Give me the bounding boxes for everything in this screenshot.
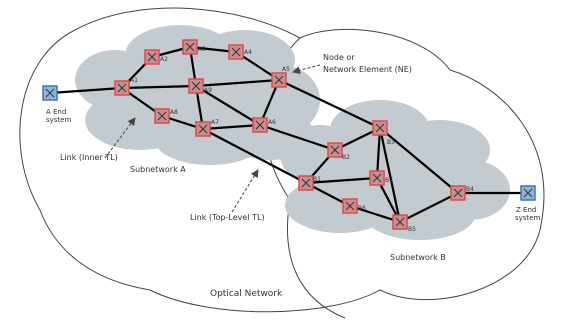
node-label-a5: A5 [282, 66, 290, 73]
node-label-b7: B7 [385, 177, 393, 184]
optical-network-outline [19, 7, 545, 313]
a-end-label-line1: A End [46, 108, 66, 116]
node-a8[interactable] [154, 108, 170, 124]
node-b4[interactable] [450, 185, 466, 201]
node-a5[interactable] [271, 72, 287, 88]
node-b1[interactable] [298, 175, 314, 191]
node-label-b4: B4 [466, 186, 474, 193]
link-aend-a1 [49, 86, 123, 95]
node-b6[interactable] [342, 198, 358, 214]
node-a9[interactable] [188, 78, 204, 94]
node-label-b5: B5 [408, 226, 416, 233]
node-a6[interactable] [252, 117, 268, 133]
node-label-b2: B2 [342, 154, 350, 161]
link-a5-b3 [278, 79, 381, 129]
node-label-b1: B1 [313, 176, 321, 183]
node-label-a6: A6 [268, 119, 276, 126]
node-label-a7: A7 [211, 119, 219, 126]
node-b5[interactable] [392, 214, 408, 230]
node-a2[interactable] [144, 49, 160, 65]
inner-link-pointer-arrow [104, 117, 136, 159]
link-b3-b4 [379, 127, 459, 194]
link-a9-a6 [195, 85, 261, 126]
node-a7[interactable] [195, 121, 211, 137]
inner-link-label: Link (Inner TL) [60, 153, 118, 162]
node-b2[interactable] [327, 142, 343, 158]
link-b3-b7 [375, 127, 382, 179]
link-b3-b5 [378, 127, 402, 223]
z-end-system-icon[interactable] [520, 185, 536, 201]
node-label-b3: B3 [387, 139, 395, 146]
node-label-a1: A1 [130, 77, 138, 84]
optical-network-label: Optical Network [210, 289, 283, 299]
annotation-arrows [104, 64, 321, 213]
a-end-label-line2: system [46, 116, 71, 124]
node-b7[interactable] [369, 170, 385, 186]
link-a9-a5 [195, 78, 280, 88]
z-end-label-line1: Z End [516, 206, 536, 214]
link-b5-b4 [399, 192, 459, 223]
subnetwork-b-label: Subnetwork B [390, 253, 446, 262]
ne-label-line1: Node or [323, 53, 355, 62]
link-a7-b1 [202, 128, 307, 184]
subnetwork-a-label: Subnetwork A [130, 165, 186, 174]
top-link-label: Link (Top-Level TL) [190, 213, 265, 222]
ne-label-line2: Network Element (NE) [323, 65, 412, 74]
node-label-a3: A3 [198, 46, 206, 53]
node-a3[interactable] [182, 39, 198, 55]
link-b1-b7 [305, 176, 378, 185]
link-b6-b5 [349, 204, 401, 224]
link-a7-a6 [202, 123, 261, 131]
node-label-a2: A2 [160, 56, 168, 63]
link-a6-b2 [259, 123, 336, 152]
link-a1-a9 [121, 84, 197, 90]
node-a4[interactable] [228, 44, 244, 60]
node-b3[interactable] [372, 120, 388, 136]
top-link-pointer-arrow [231, 169, 259, 213]
a-end-system-icon[interactable] [42, 85, 58, 101]
node-label-a9: A9 [204, 87, 212, 94]
z-end-label-line2: system [515, 214, 540, 222]
node-a1[interactable] [114, 80, 130, 96]
subnetwork-b-outline [286, 199, 346, 319]
node-label-a8: A8 [170, 109, 178, 116]
node-label-a4: A4 [244, 49, 252, 56]
node-label-b6: B6 [358, 205, 366, 212]
